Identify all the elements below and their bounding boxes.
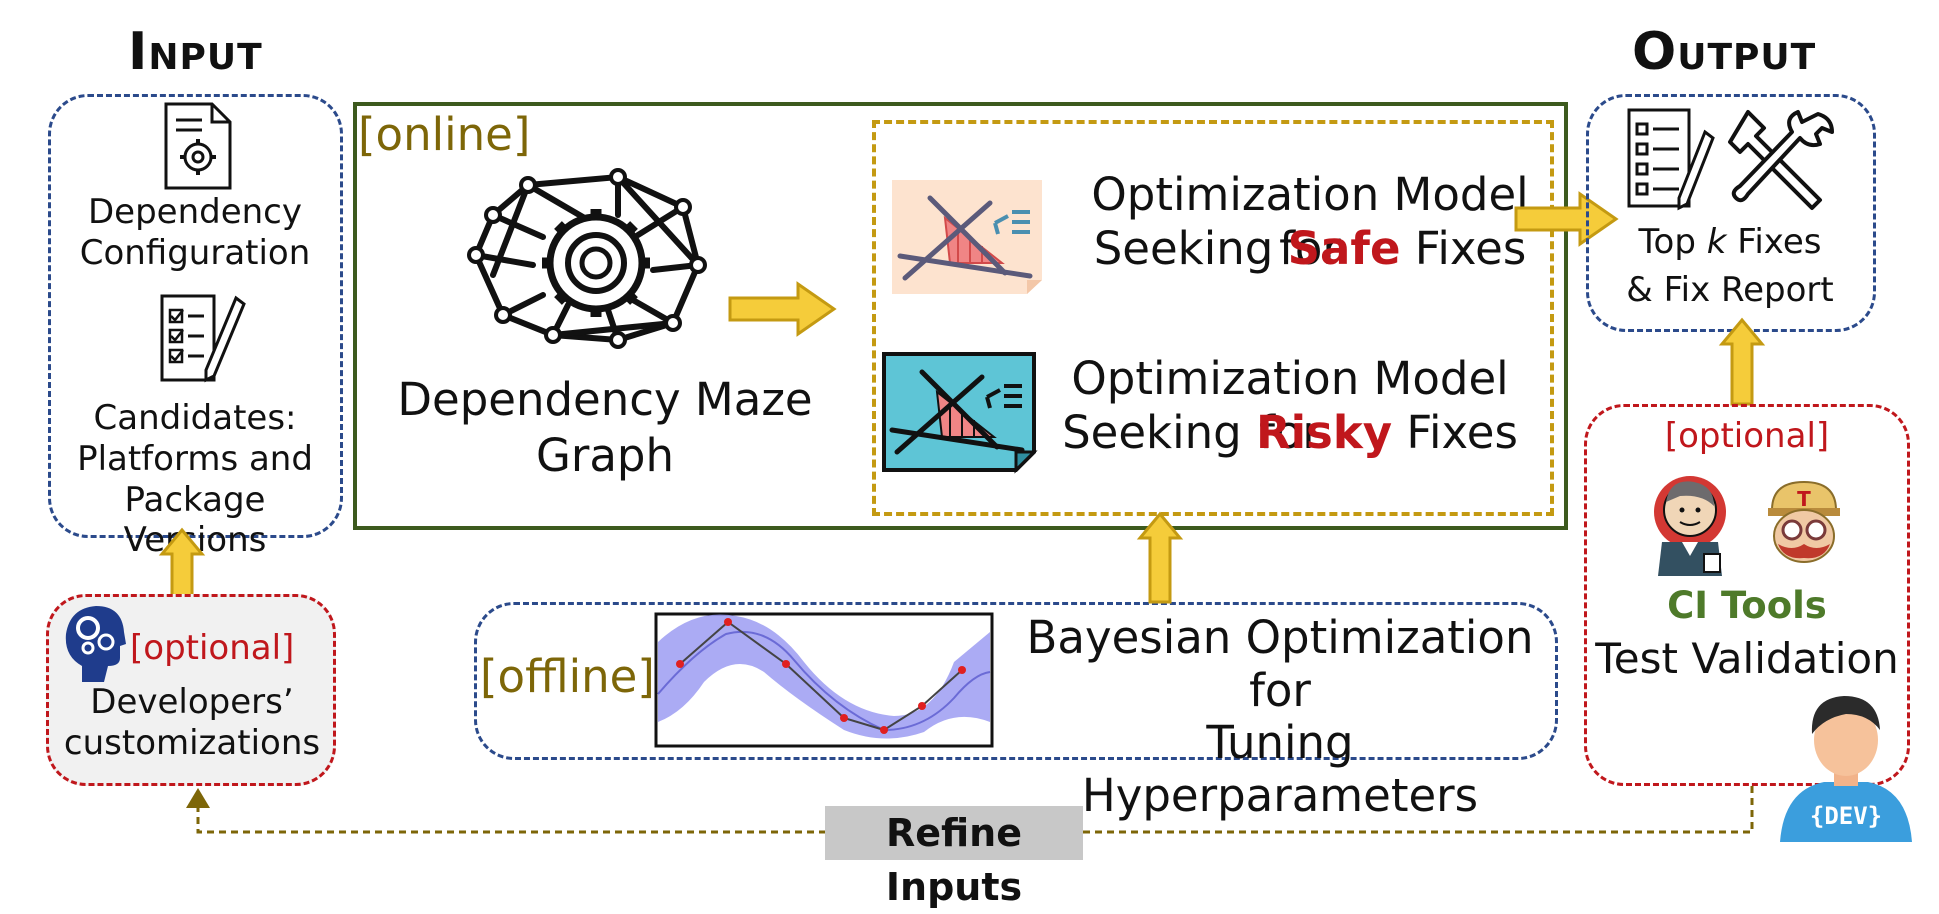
travis-ci-icon: T bbox=[1768, 480, 1840, 563]
refine-inputs-label: Refine Inputs bbox=[825, 806, 1083, 909]
right-arrow-to-models bbox=[728, 281, 837, 337]
online-tag: [online] bbox=[358, 108, 531, 161]
output-box bbox=[1586, 94, 1876, 332]
optimization-models-box bbox=[872, 120, 1554, 516]
up-arrow-developers bbox=[158, 527, 206, 600]
candidates-label: Candidates: Platforms and Package Versio… bbox=[77, 398, 313, 561]
input-box bbox=[48, 94, 343, 538]
dependency-graph-icon bbox=[467, 168, 707, 349]
ci-box bbox=[1584, 404, 1910, 786]
developers-customizations-label: Developers’ customizations bbox=[63, 682, 321, 763]
brain-gear-head-icon bbox=[65, 606, 126, 682]
checklist-icon bbox=[160, 294, 246, 383]
fix-report-label: & Fix Report bbox=[1626, 270, 1834, 310]
developer-avatar-icon: {DEV} bbox=[1780, 696, 1912, 842]
top-k-fixes-label: Top k Fixes bbox=[1638, 222, 1822, 262]
safe-keyword: Safe bbox=[1287, 222, 1401, 275]
risky-model-line1: Optimization Model for bbox=[1071, 352, 1509, 459]
online-frame bbox=[353, 102, 1568, 530]
up-arrow-ci bbox=[1718, 317, 1766, 406]
tools-icon bbox=[1728, 110, 1834, 210]
safe-model-line1: Optimization Model for bbox=[1091, 168, 1529, 275]
right-arrow-to-output bbox=[1514, 191, 1619, 247]
test-validation-label: Test Validation bbox=[1595, 634, 1899, 683]
risky-optimization-icon bbox=[882, 352, 1038, 474]
bayesian-optimization-plot-icon bbox=[654, 612, 994, 748]
input-title: Input bbox=[128, 22, 263, 82]
developers-optional-tag: [optional] bbox=[130, 628, 295, 668]
dev-badge-text: {DEV} bbox=[1810, 802, 1882, 830]
safe-optimization-icon bbox=[892, 180, 1042, 294]
risky-keyword: Risky bbox=[1255, 406, 1393, 459]
jenkins-icon bbox=[1654, 476, 1726, 576]
ci-optional-tag: [optional] bbox=[1664, 416, 1830, 456]
safe-model-line2: Seeking Safe Fixes bbox=[1093, 222, 1527, 275]
dependency-maze-graph-label: Dependency Maze Graph bbox=[397, 373, 813, 483]
offline-box bbox=[474, 602, 1558, 760]
dependency-configuration-label: Dependency Configuration bbox=[79, 192, 311, 273]
ci-tools-label: CI Tools bbox=[1667, 584, 1827, 627]
offline-tag: [offline] bbox=[480, 650, 655, 703]
report-icon bbox=[1627, 108, 1715, 211]
output-title: Output bbox=[1632, 22, 1817, 82]
risky-model-line2: Seeking Risky Fixes bbox=[1062, 406, 1518, 459]
svg-text:T: T bbox=[1797, 487, 1811, 511]
config-file-icon bbox=[164, 102, 232, 190]
bayesian-optimization-label: Bayesian Optimization for Tuning Hyperpa… bbox=[1026, 611, 1534, 822]
up-arrow-offline bbox=[1136, 511, 1184, 604]
